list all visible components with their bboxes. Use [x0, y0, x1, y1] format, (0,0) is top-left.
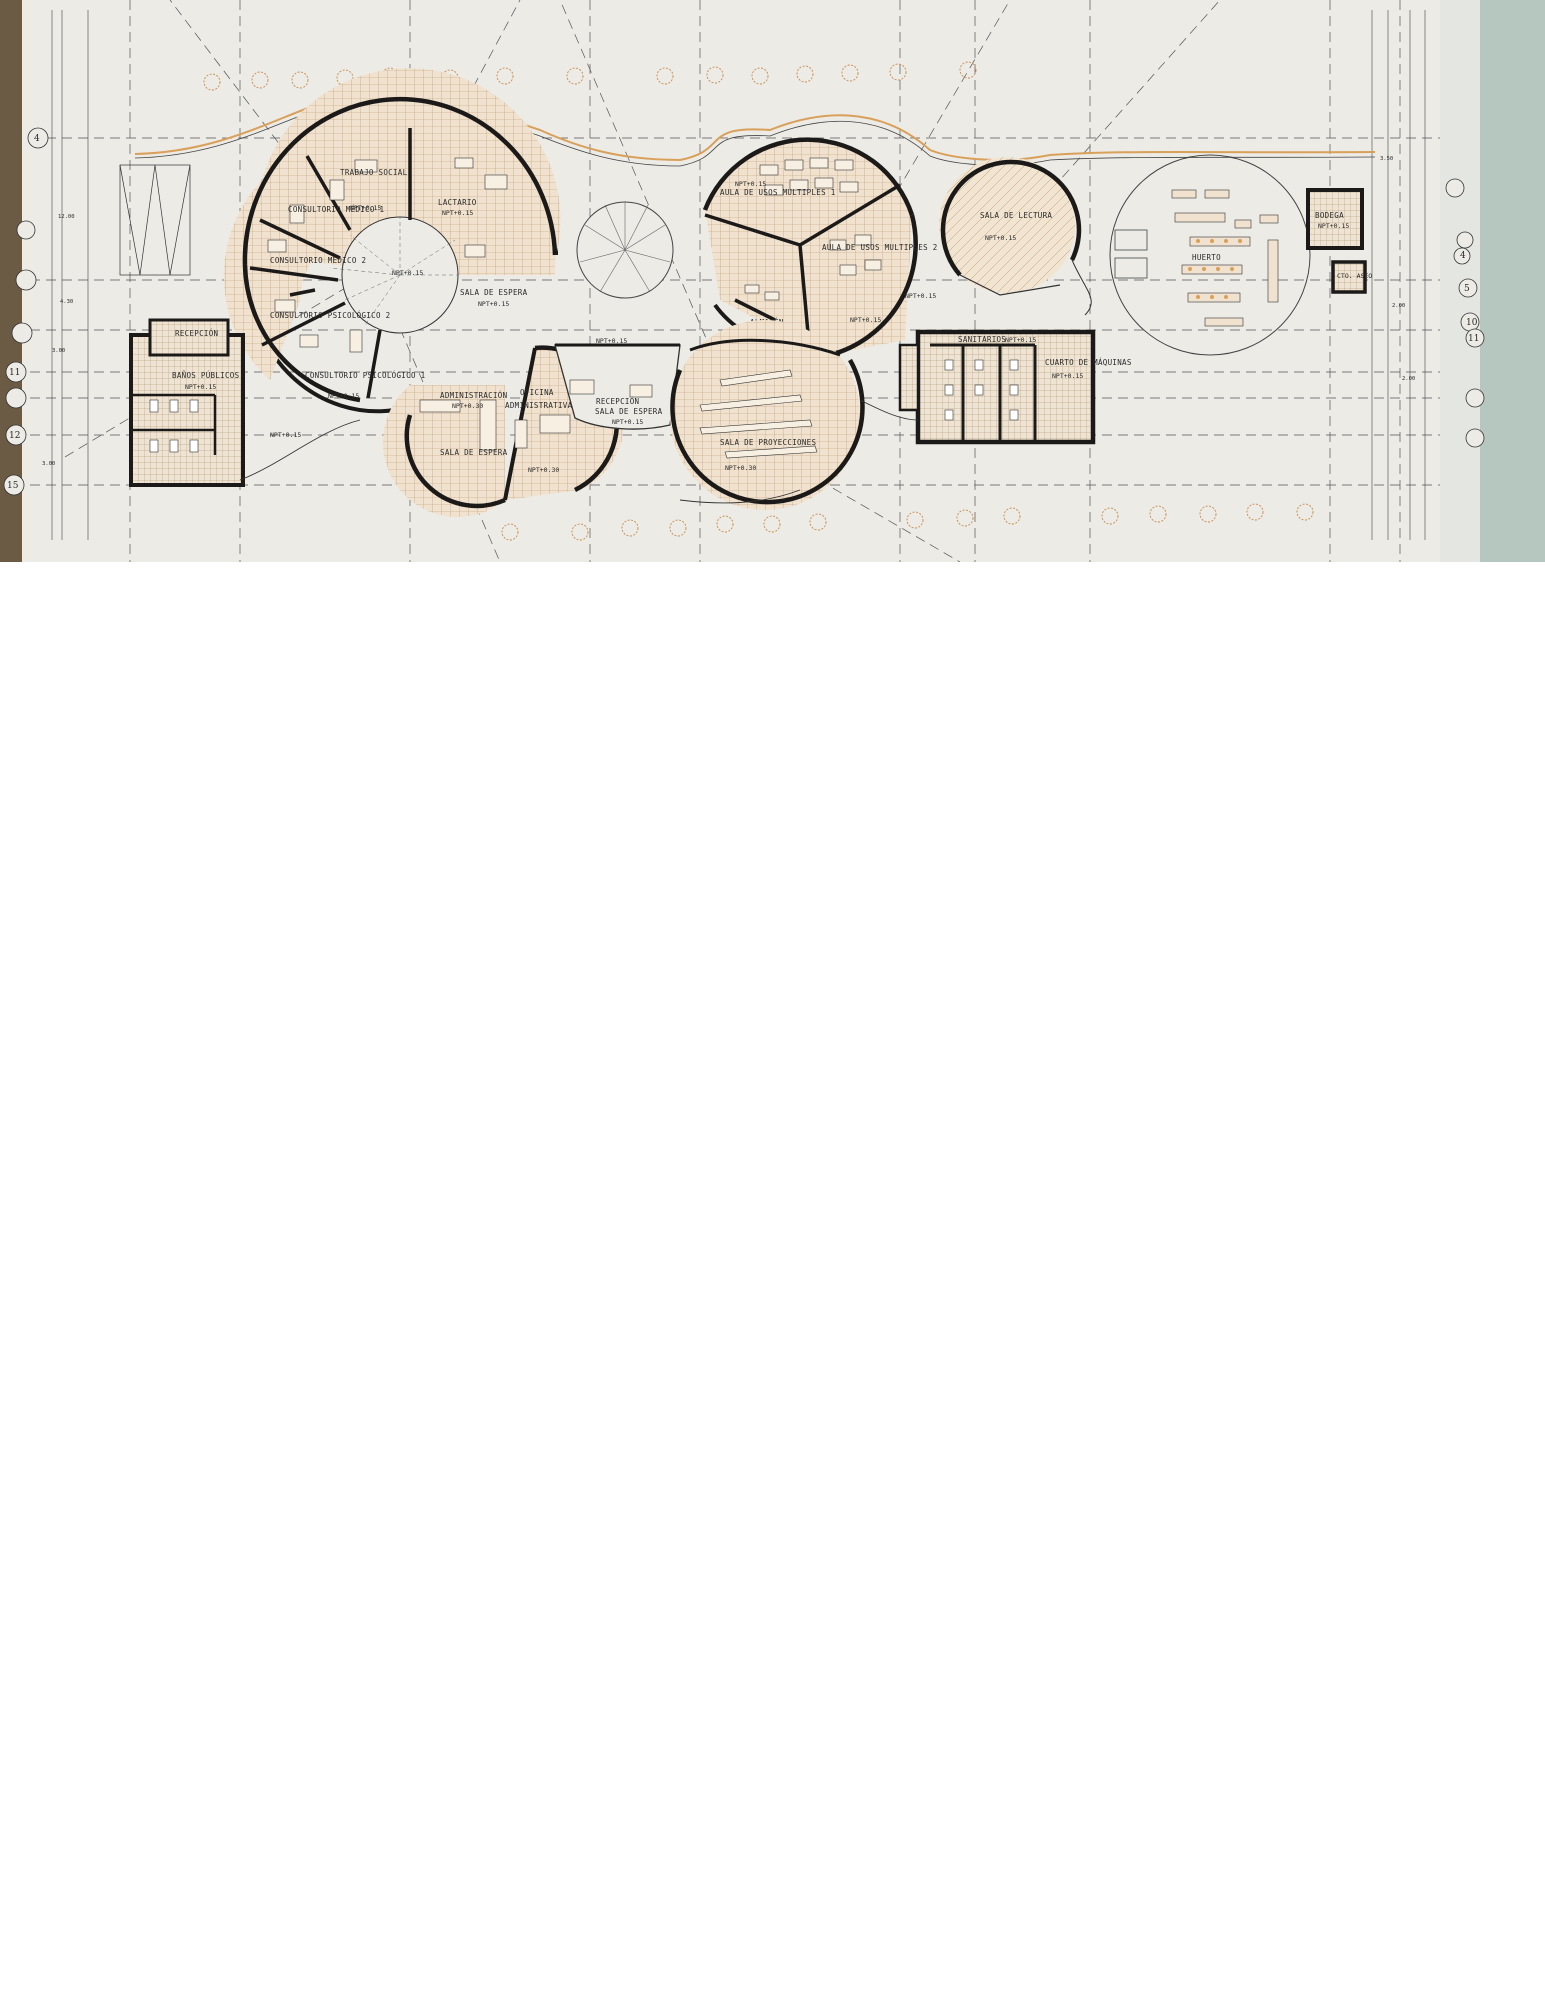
room-label-sala-espera-2: SALA DE ESPERA — [440, 448, 508, 457]
axis-label-right-5: 5 — [1464, 284, 1470, 294]
level-recepcion: NPT+0.15 — [612, 418, 643, 426]
storage-block — [1306, 188, 1367, 294]
right-axis-markers — [1445, 178, 1485, 448]
garden-plot — [1109, 154, 1311, 356]
room-label-oficina: OFICINA — [520, 388, 554, 397]
landscape-trees — [203, 61, 1314, 541]
room-label-cuarto-maquinas: CUARTO DE MÁQUINAS — [1045, 358, 1132, 367]
axis-label-right-4: 4 — [1460, 251, 1466, 261]
level-sala-espera-1: NPT+0.15 — [478, 300, 509, 308]
room-label-trabajo-social: TRABAJO SOCIAL — [340, 168, 408, 177]
room-label-oficina-sub: ADMINISTRATIVA — [505, 401, 573, 410]
room-label-consultorio-psico-2: CONSULTORIO PSICOLÓGICO 2 — [270, 311, 390, 320]
level-administracion: NPT+0.30 — [452, 402, 483, 410]
level-consultorio-psico-1: NPT+0.15 — [328, 392, 359, 400]
room-label-lactario: LACTARIO — [438, 198, 477, 207]
svg-text:3.50: 3.50 — [1380, 156, 1393, 162]
dimension-ticks: 12.00 4.30 3.00 3.00 3.50 2.00 2.00 — [42, 156, 1415, 467]
room-label-banos-publicos: BAÑOS PÚBLICOS — [172, 371, 240, 380]
reading-room — [939, 157, 1092, 316]
room-label-cto-aseo: CTO. ASEO — [1337, 272, 1372, 280]
level-aula-1: NPT+0.15 — [735, 180, 766, 188]
svg-text:3.00: 3.00 — [42, 461, 55, 467]
left-dimension-lines — [51, 10, 1426, 540]
room-label-recepcion: RECEPCIÓN — [596, 397, 639, 406]
plaza-edge — [239, 399, 919, 504]
level-lectura-side: NPT+0.15 — [905, 292, 936, 300]
level-bottom-left: NPT+0.15 — [270, 431, 301, 439]
level-central-hall: NPT+0.15 — [392, 269, 423, 277]
level-bodega: NPT+0.15 — [1318, 222, 1349, 230]
public-toilets-block — [129, 318, 245, 487]
level-sala-lectura: NPT+0.15 — [985, 234, 1016, 242]
room-label-sala-espera-1: SALA DE ESPERA — [460, 288, 528, 297]
svg-text:2.00: 2.00 — [1402, 376, 1415, 382]
room-label-consultorio-medico-1: CONSULTORIO MÉDICO 1 — [288, 205, 384, 214]
floor-plan-sheet: 12.00 4.30 3.00 3.00 3.50 2.00 2.00 4 11… — [0, 0, 1545, 563]
level-sanitarios: NPT+0.15 — [1005, 336, 1036, 344]
services-block — [898, 329, 1096, 445]
svg-text:4.30: 4.30 — [60, 299, 73, 305]
axis-label-12: 12 — [9, 431, 20, 441]
room-label-aula-2: AULA DE USOS MULTIPLES 2 — [822, 243, 938, 252]
room-label-bodega: BODEGA — [1315, 211, 1344, 220]
level-corridor: NPT+0.15 — [596, 337, 627, 345]
room-label-administracion: ADMINISTRACIÓN — [440, 391, 507, 400]
room-label-consultorio-medico-2: CONSULTORIO MÉDICO 2 — [270, 256, 366, 265]
projection-room — [670, 320, 865, 510]
reception-area — [554, 343, 681, 430]
level-aula-2: NPT+0.15 — [850, 316, 881, 324]
svg-text:2.00: 2.00 — [1392, 303, 1405, 309]
room-label-recepcion-sub: SALA DE ESPERA — [595, 407, 663, 416]
room-label-sanitarios: SANITARIOS — [958, 335, 1006, 344]
left-axis-markers — [3, 127, 49, 496]
room-label-aula-1: AULA DE USOS MULTIPLES 1 — [720, 188, 836, 197]
axis-label-4: 4 — [34, 134, 40, 144]
axis-label-right-10: 10 — [1466, 318, 1478, 328]
level-consultorio-medico-1: NPT+0.15 — [350, 204, 381, 212]
axis-label-right-11: 11 — [1468, 334, 1479, 344]
level-lactario: NPT+0.15 — [442, 209, 473, 217]
room-label-sala-lectura: SALA DE LECTURA — [980, 211, 1052, 220]
room-label-huerto: HUERTO — [1192, 253, 1221, 262]
classrooms-building — [702, 137, 918, 358]
room-label-recepcion-banos: RECEPCIÓN — [175, 329, 218, 338]
level-sala-proyecciones: NPT+0.30 — [725, 464, 756, 472]
axis-label-11: 11 — [9, 368, 20, 378]
room-label-consultorio-psico-1: CONSULTORIO PSICOLÓGICO 1 — [305, 371, 425, 380]
axis-label-15: 15 — [7, 481, 19, 491]
svg-text:12.00: 12.00 — [58, 214, 75, 220]
room-label-sala-proyecciones: SALA DE PROYECCIONES — [720, 438, 816, 447]
level-cuarto-maquinas: NPT+0.15 — [1052, 372, 1083, 380]
right-edge-backdrop — [1480, 0, 1545, 562]
health-wing — [223, 68, 561, 414]
svg-text:3.00: 3.00 — [52, 348, 65, 354]
level-oficina: NPT+0.30 — [528, 466, 559, 474]
floor-plan-drawing: 12.00 4.30 3.00 3.00 3.50 2.00 2.00 4 11… — [0, 0, 1545, 563]
level-banos-publicos: NPT+0.15 — [185, 383, 216, 391]
left-edge-wood — [0, 0, 22, 562]
central-garden — [576, 201, 674, 299]
ramp-hatch — [119, 164, 191, 276]
